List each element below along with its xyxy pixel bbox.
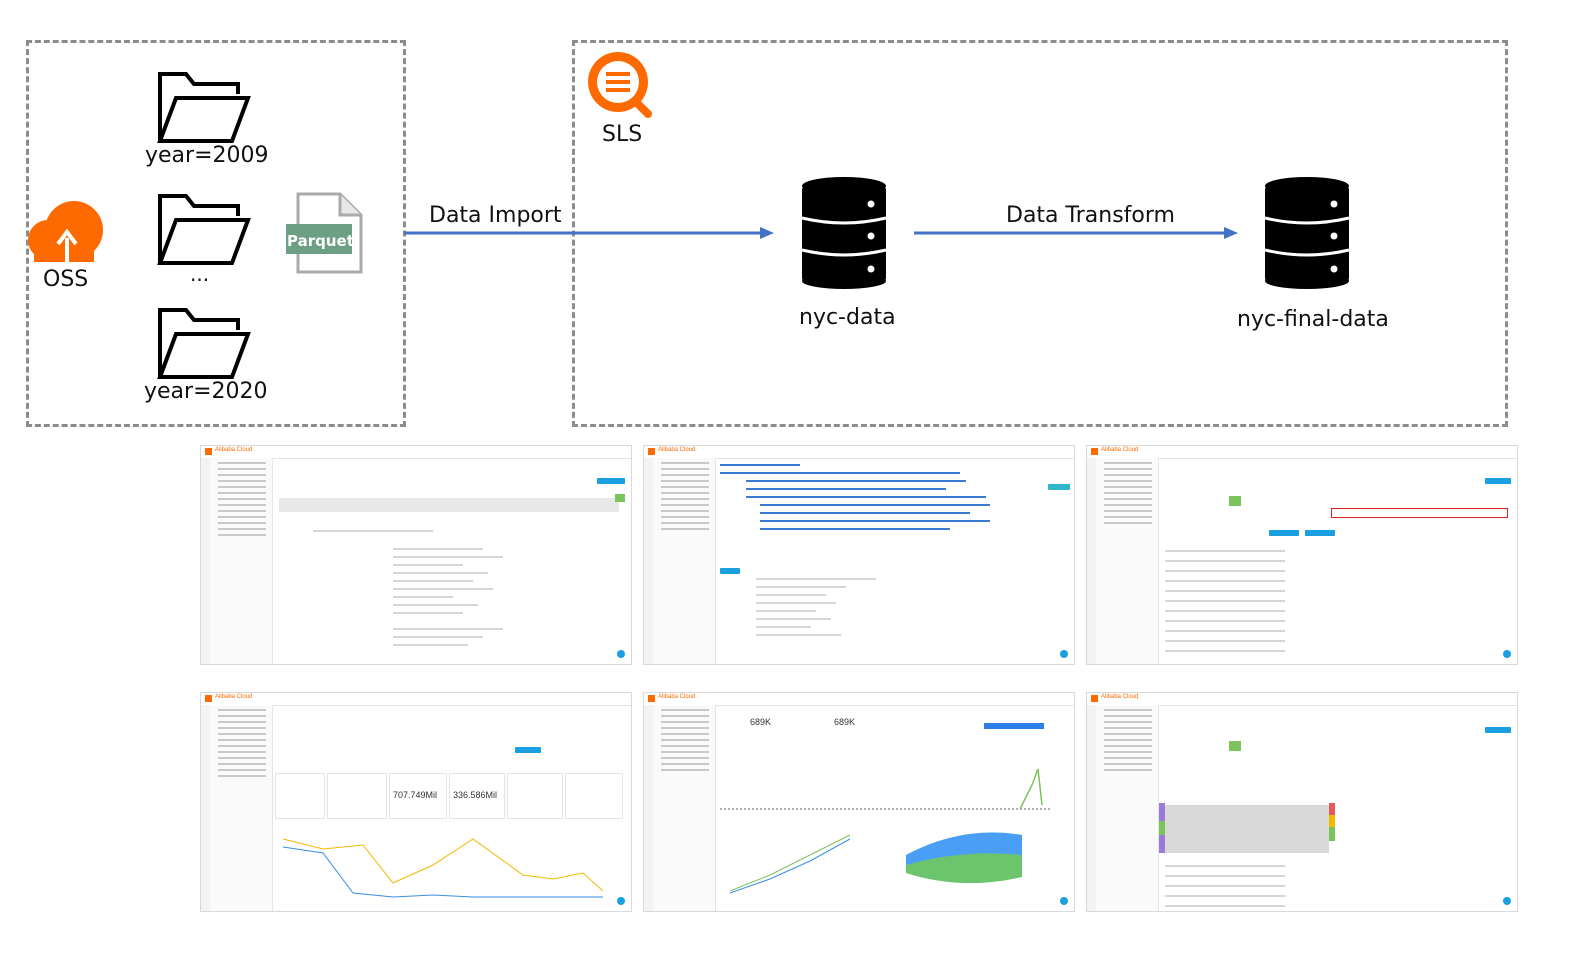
- data-import-label: Data Import: [429, 203, 562, 228]
- folder-label-ellipsis: ...: [190, 262, 210, 286]
- sls-icon: [588, 52, 652, 118]
- oss-label: OSS: [43, 267, 89, 292]
- screenshot-transform-metrics: Alibaba Cloud 689K 689K: [643, 692, 1075, 912]
- folder-label-2020: year=2020: [144, 379, 268, 404]
- database-icon: [1264, 177, 1350, 289]
- folder-icon: [157, 308, 251, 379]
- screenshot-sankey-chart: Alibaba Cloud: [1086, 692, 1518, 912]
- screenshot-import-statistics: Alibaba Cloud 707.749Mil 336.586Mil: [200, 692, 632, 912]
- parquet-label: Parquet: [287, 232, 354, 250]
- folder-icon: [157, 72, 251, 143]
- nyc-data-label: nyc-data: [799, 305, 896, 330]
- data-transform-arrow: [914, 227, 1238, 239]
- screenshot-transform-editor: Alibaba Cloud: [643, 445, 1075, 665]
- oss-icon: [28, 201, 103, 262]
- data-transform-label: Data Transform: [1006, 203, 1175, 228]
- screenshot-final-data-query: Alibaba Cloud: [1086, 445, 1518, 665]
- folder-label-2009: year=2009: [145, 143, 269, 168]
- screenshot-logstore-search: Alibaba Cloud: [200, 445, 632, 665]
- data-import-arrow: [404, 227, 774, 239]
- parquet-file-icon: [286, 192, 363, 274]
- sls-label: SLS: [602, 122, 643, 147]
- database-icon: [801, 177, 887, 289]
- folder-icon: [157, 194, 251, 265]
- nyc-final-data-label: nyc-final-data: [1237, 307, 1389, 332]
